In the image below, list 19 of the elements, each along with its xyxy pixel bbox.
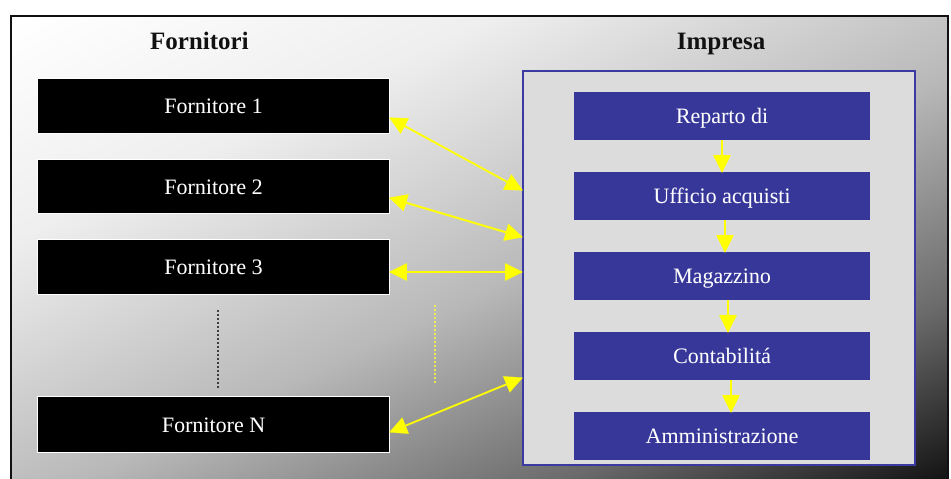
department-box: Contabilitá	[574, 332, 870, 380]
arrow	[389, 376, 523, 434]
supplier-box: Fornitore N	[37, 396, 390, 453]
group-heading: Impresa	[676, 28, 766, 56]
arrow	[716, 220, 734, 253]
supplier-box: Fornitore 2	[37, 159, 390, 214]
department-box: Magazzino	[574, 252, 870, 300]
arrow	[719, 300, 737, 333]
arrow	[389, 194, 523, 241]
department-box: Amministrazione	[574, 412, 870, 460]
arrow	[722, 380, 740, 413]
column-heading: Fornitori	[150, 28, 249, 56]
department-box: Ufficio acquisti	[574, 172, 870, 220]
arrow	[389, 117, 523, 191]
supplier-box: Fornitore 3	[37, 239, 390, 295]
supplier-box: Fornitore 1	[37, 78, 390, 134]
department-box: Reparto di	[574, 92, 870, 140]
arrow	[389, 263, 523, 281]
arrow	[713, 140, 731, 173]
